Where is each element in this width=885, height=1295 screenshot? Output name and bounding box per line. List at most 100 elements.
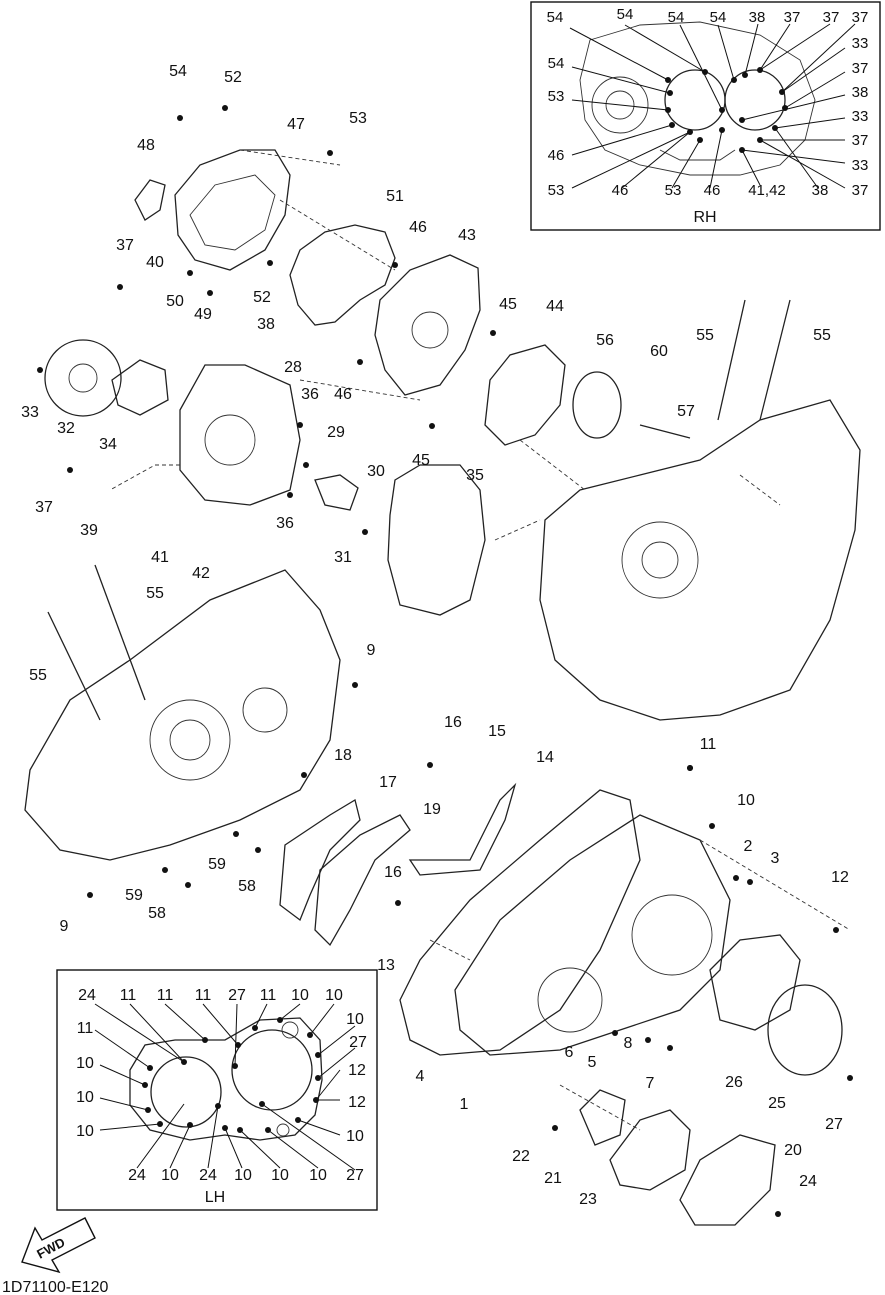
rh-label: 33 <box>852 157 869 174</box>
callout: 20 <box>784 1142 802 1159</box>
callout: 36 <box>301 386 319 403</box>
lh-label: 11 <box>77 1020 94 1037</box>
callout: 49 <box>194 306 212 323</box>
callout: 54 <box>169 63 187 80</box>
callout: 44 <box>546 298 564 315</box>
callout: 12 <box>831 869 849 886</box>
callout: 57 <box>677 403 695 420</box>
lh-label: 10 <box>346 1011 364 1028</box>
callout: 40 <box>146 254 164 271</box>
callout: 16 <box>384 864 402 881</box>
callout: 1 <box>460 1096 469 1113</box>
callout: 25 <box>768 1095 786 1112</box>
lh-label: 10 <box>234 1167 252 1184</box>
callout: 59 <box>208 856 226 873</box>
callout: 46 <box>409 219 427 236</box>
rh-label: 33 <box>852 108 869 125</box>
lh-label: 10 <box>76 1089 94 1106</box>
rh-label: 37 <box>852 60 869 77</box>
lh-label: 10 <box>325 987 343 1004</box>
callout: 39 <box>80 522 98 539</box>
callout: 9 <box>60 918 69 935</box>
callout: 41 <box>151 549 169 566</box>
lh-label: 10 <box>76 1123 94 1140</box>
callout: 9 <box>367 642 376 659</box>
callout: 50 <box>166 293 184 310</box>
rh-label: 37 <box>784 9 801 26</box>
callout: 52 <box>224 69 242 86</box>
callout: 22 <box>512 1148 530 1165</box>
callout: 17 <box>379 774 397 791</box>
rh-label: 37 <box>823 9 840 26</box>
callout: 27 <box>825 1116 843 1133</box>
callout: 31 <box>334 549 352 566</box>
rh-label: 37 <box>852 182 869 199</box>
callout: 45 <box>499 296 517 313</box>
callout: 52 <box>253 289 271 306</box>
callout: 19 <box>423 801 441 818</box>
callout: 11 <box>700 736 717 753</box>
callout: 30 <box>367 463 385 480</box>
callout: 37 <box>116 237 134 254</box>
callout: 58 <box>148 905 166 922</box>
callout: 35 <box>466 467 484 484</box>
rh-label: 38 <box>812 182 829 199</box>
callout: 16 <box>444 714 462 731</box>
callout: 32 <box>57 420 75 437</box>
fastener-markers <box>37 105 853 1217</box>
callout: 46 <box>334 386 352 403</box>
rh-label: 53 <box>548 182 565 199</box>
parts-artwork <box>24 149 861 1226</box>
rh-label: 41,42 <box>748 182 786 199</box>
callout: 55 <box>29 667 47 684</box>
callout: 7 <box>646 1075 655 1092</box>
rh-label: 54 <box>617 6 634 23</box>
callout: 59 <box>125 887 143 904</box>
rh-label: 54 <box>548 55 565 72</box>
callout: 28 <box>284 359 302 376</box>
callout: 37 <box>35 499 53 516</box>
callout: 26 <box>725 1074 743 1091</box>
diagram-code: 1D71100-E120 <box>2 1279 109 1295</box>
lh-inset-frame <box>56 969 378 1211</box>
callout: 34 <box>99 436 117 453</box>
lh-label: 24 <box>128 1167 146 1184</box>
callout: 48 <box>137 137 155 154</box>
callout: 29 <box>327 424 345 441</box>
lh-inset: 24 11 11 11 27 11 10 10 11 10 27 10 12 1… <box>56 969 378 1211</box>
rh-label: 46 <box>612 182 629 199</box>
callout: 15 <box>488 723 506 740</box>
callout: 3 <box>771 850 780 867</box>
callout: 21 <box>544 1170 562 1187</box>
callout: 42 <box>192 565 210 582</box>
lh-label: 24 <box>78 987 96 1004</box>
lh-label: 11 <box>120 987 137 1004</box>
callout: 2 <box>744 838 753 855</box>
callout: 18 <box>334 747 352 764</box>
callout: 53 <box>349 110 367 127</box>
lh-label: 10 <box>271 1167 289 1184</box>
fwd-arrow-icon: FWD <box>21 1217 96 1274</box>
rh-label: 46 <box>704 182 721 199</box>
rh-label: 54 <box>710 9 727 26</box>
rh-inset: 54 54 54 54 38 37 37 37 33 37 38 33 37 3… <box>530 1 881 231</box>
lh-label: 10 <box>346 1128 364 1145</box>
rh-label: 37 <box>852 132 869 149</box>
callout: 23 <box>579 1191 597 1208</box>
callout: 24 <box>799 1173 817 1190</box>
rh-label: 54 <box>547 9 564 26</box>
callout: 38 <box>257 316 275 333</box>
callout: 55 <box>813 327 831 344</box>
rh-label: 38 <box>852 84 869 101</box>
rh-label: 53 <box>548 88 565 105</box>
callout: 6 <box>565 1044 574 1061</box>
lh-label: 11 <box>260 987 277 1004</box>
callout: 13 <box>377 957 395 974</box>
rh-label: 54 <box>668 9 685 26</box>
callout: 5 <box>588 1054 597 1071</box>
rh-label: 46 <box>548 147 565 164</box>
callouts: 54 52 47 53 48 51 46 43 37 40 50 52 49 4… <box>21 63 849 1208</box>
lh-label: 24 <box>199 1167 217 1184</box>
callout: 43 <box>458 227 476 244</box>
